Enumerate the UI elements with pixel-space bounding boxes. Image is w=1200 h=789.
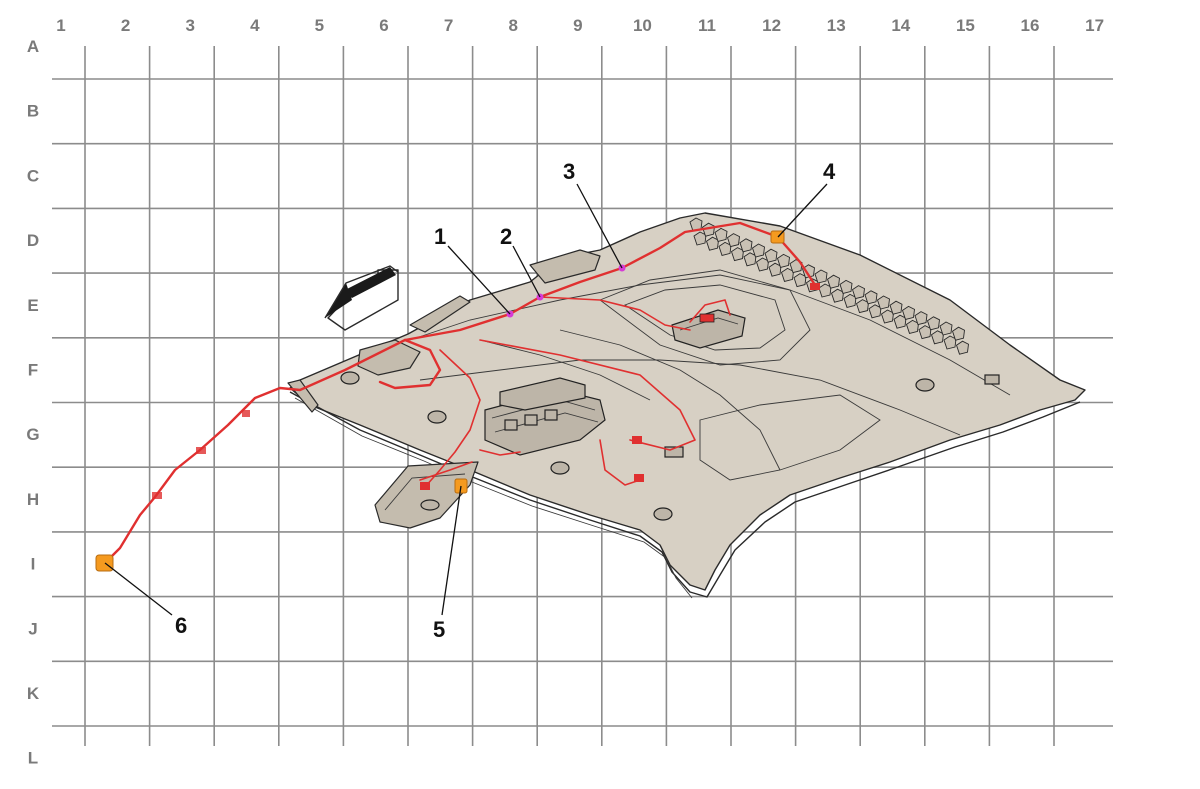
row-label: F xyxy=(28,361,38,380)
row-label: H xyxy=(27,490,39,509)
rear-edge-slat xyxy=(868,304,882,319)
row-label: K xyxy=(27,684,40,703)
rear-edge-slat xyxy=(830,288,844,303)
row-label: G xyxy=(26,425,39,444)
rear-edge-slat xyxy=(880,309,894,324)
callout-4: 4 xyxy=(823,159,836,184)
rear-edge-slat xyxy=(905,319,919,334)
column-label: 9 xyxy=(573,16,582,35)
overhead-console xyxy=(484,377,606,456)
column-label: 14 xyxy=(891,16,910,35)
callout-1: 1 xyxy=(434,224,446,249)
row-label: D xyxy=(27,231,39,250)
row-label: E xyxy=(27,296,38,315)
rear-edge-slat xyxy=(876,295,890,310)
grab-handle-clips xyxy=(340,371,1000,521)
rear-edge-slat xyxy=(930,330,944,345)
column-label: 10 xyxy=(633,16,652,35)
rear-edge-slat xyxy=(793,273,807,288)
callout-5: 5 xyxy=(433,617,445,642)
column-label: 16 xyxy=(1021,16,1040,35)
rear-edge-slat xyxy=(851,285,865,300)
column-label: 3 xyxy=(185,16,194,35)
rear-edge-slat xyxy=(730,247,744,262)
rear-edge-slat xyxy=(755,257,769,272)
forward-arrow-icon xyxy=(324,265,399,331)
rear-edge-slat xyxy=(889,300,903,315)
rear-edge-slat xyxy=(939,321,953,336)
rear-dome-light xyxy=(671,309,746,349)
rear-edge-slat xyxy=(789,259,803,274)
rear-edge-slat xyxy=(743,252,757,267)
rear-edge-slat xyxy=(726,233,740,248)
column-label: 7 xyxy=(444,16,453,35)
row-label: B xyxy=(27,102,39,121)
rear-edge-slat xyxy=(943,335,957,350)
callout-labels: 1 2 3 4 5 6 xyxy=(175,159,836,642)
rear-edge-slat xyxy=(739,238,753,253)
rear-edge-slat xyxy=(776,253,790,268)
column-label: 2 xyxy=(121,16,130,35)
column-label: 1 xyxy=(56,16,65,35)
rear-edge-slat xyxy=(705,236,719,251)
row-label: C xyxy=(27,166,39,185)
rear-edge-slat xyxy=(951,326,965,341)
callout-leaders xyxy=(104,183,828,616)
rear-edge-slat xyxy=(918,325,932,340)
row-label: L xyxy=(28,749,38,768)
rear-edge-slat xyxy=(855,299,869,314)
rear-edge-slat xyxy=(764,248,778,263)
rear-edge-slat xyxy=(689,217,703,232)
column-label: 12 xyxy=(762,16,781,35)
row-label: I xyxy=(31,555,36,574)
rear-edge-slat xyxy=(693,231,707,246)
callout-3: 3 xyxy=(563,159,575,184)
column-label: 15 xyxy=(956,16,975,35)
row-label: A xyxy=(27,37,39,56)
rear-edge-slat xyxy=(914,311,928,326)
rear-edge-slats xyxy=(689,217,969,355)
rear-edge-slat xyxy=(843,293,857,308)
front-console-bracket xyxy=(374,461,479,529)
row-label: J xyxy=(28,619,37,638)
callout-2: 2 xyxy=(500,224,512,249)
rear-edge-slat xyxy=(718,241,732,256)
rear-edge-slat xyxy=(814,269,828,284)
rear-edge-slat xyxy=(955,340,969,355)
callout-6: 6 xyxy=(175,613,187,638)
column-label: 6 xyxy=(379,16,388,35)
rear-edge-slat xyxy=(768,262,782,277)
rear-edge-slat xyxy=(780,267,794,282)
rear-edge-slat xyxy=(826,274,840,289)
rear-edge-slat xyxy=(818,283,832,298)
rear-edge-slat xyxy=(751,243,765,258)
rear-edge-slat xyxy=(714,227,728,242)
column-label: 11 xyxy=(698,16,716,35)
headliner-panel xyxy=(287,212,1086,599)
column-label: 8 xyxy=(508,16,517,35)
column-label: 13 xyxy=(827,16,846,35)
row-labels: A B C D E F G H I J K L xyxy=(26,37,39,768)
rear-edge-slat xyxy=(926,316,940,331)
rear-edge-slat xyxy=(839,279,853,294)
rear-edge-slat xyxy=(801,264,815,279)
column-label: 17 xyxy=(1085,16,1104,35)
column-label: 4 xyxy=(250,16,260,35)
rear-edge-slat xyxy=(864,290,878,305)
column-label: 5 xyxy=(315,16,324,35)
rear-edge-slat xyxy=(893,314,907,329)
connector-6-icon xyxy=(95,554,114,572)
rear-edge-slat xyxy=(901,305,915,320)
